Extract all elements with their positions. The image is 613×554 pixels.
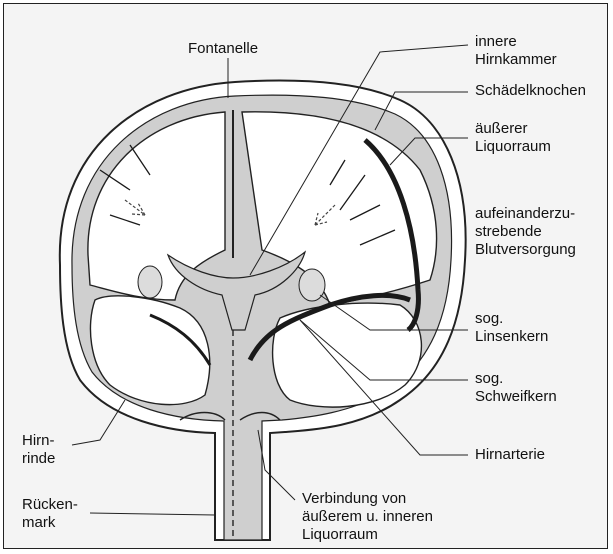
label-verbindung: Verbindung von äußerem u. inneren Liquor… [302,490,433,544]
label-verbindung-line1: Verbindung von [302,490,433,508]
label-hirnarterie: Hirnarterie [475,446,545,464]
label-innere-hirnkammer-line1: innere [475,33,557,51]
label-aeusserer-liquorraum: äußerer Liquorraum [475,120,551,156]
label-blutversorgung-line3: Blutversorgung [475,241,576,259]
label-hirnrinde-line1: Hirn- [22,432,55,450]
label-linsenkern: sog. Linsenkern [475,310,548,346]
label-schweifkern-line2: Schweifkern [475,388,557,406]
label-linsenkern-line2: Linsenkern [475,328,548,346]
label-hirnrinde-line2: rinde [22,450,55,468]
label-innere-hirnkammer: innere Hirnkammer [475,33,557,69]
label-aeusserer-line2: Liquorraum [475,138,551,156]
label-rueckenmark-line1: Rücken- [22,496,78,514]
label-rueckenmark-line2: mark [22,514,78,532]
label-fontanelle: Fontanelle [188,40,258,58]
label-blutversorgung: aufeinanderzu- strebende Blutversorgung [475,205,576,259]
label-aeusserer-line1: äußerer [475,120,551,138]
label-innere-hirnkammer-line2: Hirnkammer [475,51,557,69]
label-linsenkern-line1: sog. [475,310,548,328]
label-blutversorgung-line1: aufeinanderzu- [475,205,576,223]
label-verbindung-line3: Liquorraum [302,526,433,544]
label-blutversorgung-line2: strebende [475,223,576,241]
label-hirnrinde: Hirn- rinde [22,432,55,468]
label-schweifkern-line1: sog. [475,370,557,388]
label-verbindung-line2: äußerem u. inneren [302,508,433,526]
label-schaedelknochen: Schädelknochen [475,82,586,100]
label-rueckenmark: Rücken- mark [22,496,78,532]
label-schweifkern: sog. Schweifkern [475,370,557,406]
linsenkern-left [138,266,162,298]
